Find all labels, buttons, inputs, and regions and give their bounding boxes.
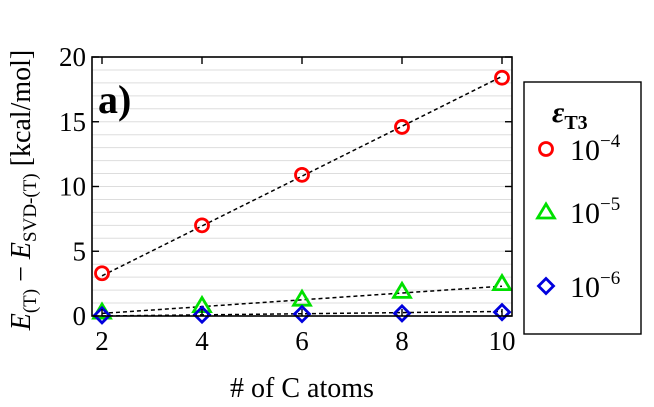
triangle-point — [391, 280, 413, 299]
y-tick-label: 15 — [59, 107, 86, 137]
diamond-point — [292, 304, 312, 324]
circle-point — [294, 166, 310, 183]
data-markers — [91, 69, 513, 325]
y-label-sub2: SVD-(T) — [20, 173, 41, 242]
circle-point — [494, 69, 510, 86]
legend-label: 10−6 — [570, 268, 620, 304]
x-axis-label: # of C atoms — [230, 373, 374, 404]
y-label-sub1: (T) — [20, 289, 41, 313]
fit-lines — [101, 75, 503, 317]
circle-point — [194, 217, 210, 234]
y-label-minus: − — [6, 259, 37, 289]
legend-title-sub: T3 — [564, 112, 587, 134]
diamond-point — [492, 302, 512, 322]
y-label-e2: E — [6, 242, 37, 260]
legend-diamond-marker — [536, 276, 556, 296]
fit-line — [101, 75, 503, 277]
grid-lines — [92, 69, 512, 304]
diamond-point — [92, 305, 112, 325]
legend-label-exponent: −5 — [600, 194, 620, 215]
y-tick-label: 0 — [73, 301, 87, 331]
x-tick-label: 4 — [195, 326, 209, 356]
legend-label-exponent: −6 — [600, 268, 620, 289]
legend-circle-marker — [538, 141, 554, 157]
legend-label-base: 10 — [570, 271, 600, 304]
legend-label-exponent: −4 — [600, 131, 621, 152]
x-tick-label: 2 — [95, 326, 109, 356]
x-tick-label: 10 — [489, 326, 516, 356]
diamond-point — [392, 303, 412, 323]
legend-label-base: 10 — [570, 134, 600, 167]
legend-label: 10−5 — [570, 194, 620, 230]
legend-title-symbol: ε — [552, 96, 565, 129]
fit-line — [101, 285, 503, 315]
y-tick-label: 20 — [59, 42, 86, 72]
legend: εT3 10−410−510−6 — [523, 81, 642, 335]
circle-point — [94, 265, 110, 282]
legend-label-base: 10 — [570, 197, 600, 230]
panel-label: a) — [98, 77, 131, 122]
y-label-unit: [kcal/mol] — [6, 50, 37, 174]
x-tick-label: 6 — [295, 326, 309, 356]
axis-ticks: 2 4 6 8 10 0 5 10 15 20 — [59, 42, 516, 356]
legend-label: 10−4 — [570, 131, 621, 167]
y-axis-label: E(T) − ESVD-(T) [kcal/mol] — [6, 50, 41, 332]
triangle-point — [491, 272, 513, 292]
legend-triangle-marker — [535, 201, 557, 220]
legend-items: 10−410−510−6 — [535, 131, 621, 304]
y-tick-label: 10 — [59, 172, 86, 202]
legend-title: εT3 — [552, 96, 588, 134]
y-label-e1: E — [6, 313, 37, 331]
diamond-point — [192, 305, 212, 325]
circle-point — [394, 119, 410, 135]
y-tick-label: 5 — [73, 236, 87, 266]
x-tick-label: 8 — [395, 326, 409, 356]
